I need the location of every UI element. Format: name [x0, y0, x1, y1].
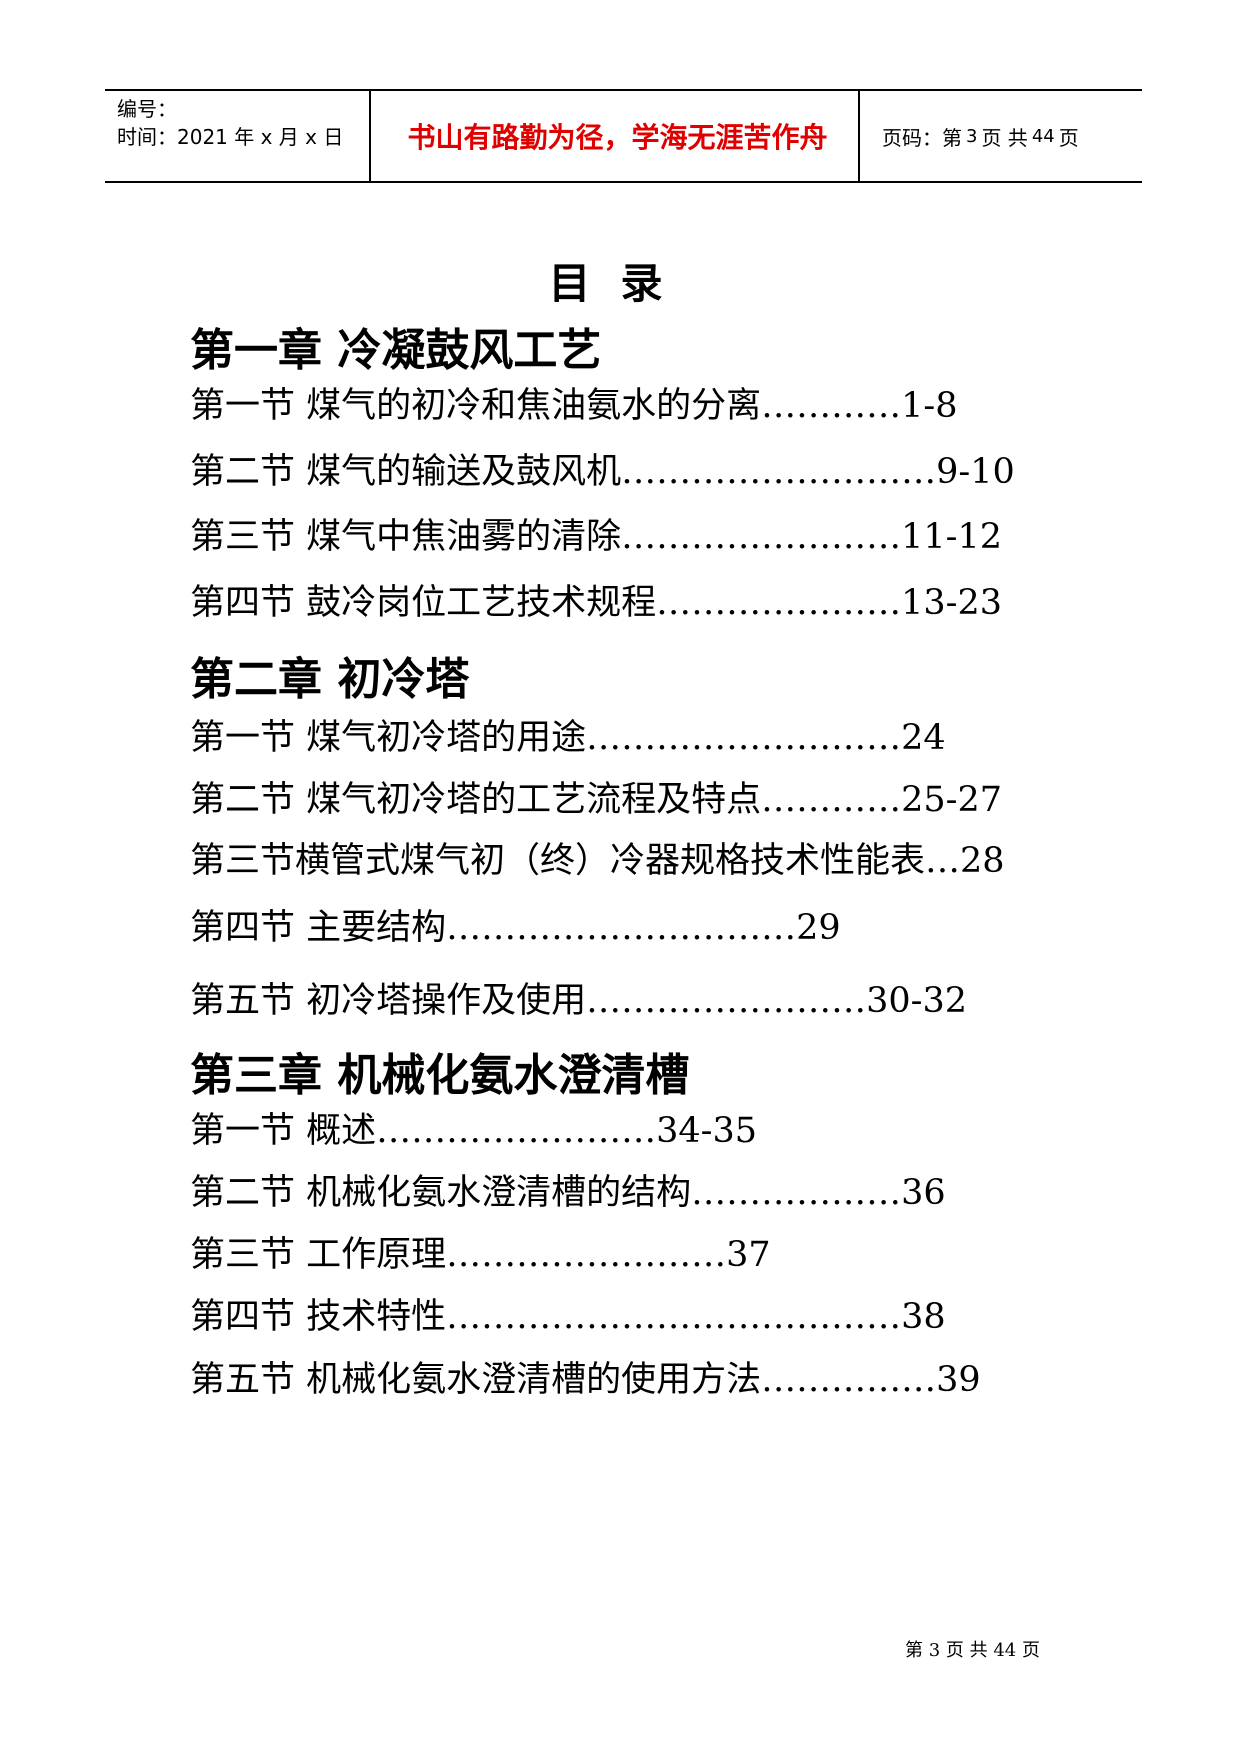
chapter-3-section-1: 第一节 概述……………………34-35 — [190, 1111, 758, 1151]
header-page-info: 页码：第 3 页 共 44 页 — [870, 91, 1079, 181]
chapter-1-section-4: 第四节 鼓冷岗位工艺技术规程…………………13-23 — [190, 583, 1003, 623]
chapter-1-title: 第一章 冷凝鼓风工艺 — [190, 325, 602, 376]
chapter-1-section-2: 第二节 煤气的输送及鼓风机………………………9-10 — [190, 452, 1015, 492]
header-page-total: 44 — [1031, 125, 1055, 147]
header-page-suffix: 页 — [1058, 125, 1079, 150]
chapter-2-section-5: 第五节 初冷塔操作及使用……………………30-32 — [190, 981, 968, 1021]
chapter-2-section-1: 第一节 煤气初冷塔的用途………………………24 — [190, 718, 946, 758]
chapter-2-section-2: 第二节 煤气初冷塔的工艺流程及特点…………25-27 — [190, 780, 1003, 820]
header-page-mid: 页 共 — [981, 125, 1028, 150]
chapter-3-section-3: 第三节 工作原理……………………37 — [190, 1235, 771, 1275]
header-divider-right — [858, 91, 860, 181]
header-divider-left — [369, 91, 371, 181]
chapter-2-section-4: 第四节 主要结构…………………………29 — [190, 908, 841, 948]
chapter-3-section-4: 第四节 技术特性…………………………………38 — [190, 1297, 946, 1337]
header-page-current: 3 — [966, 125, 978, 147]
header-page-prefix: 页码：第 — [882, 125, 962, 150]
header-meta: 编号： 时间：2021 年 x 月 x 日 — [117, 95, 343, 151]
header-number-label: 编号： — [117, 97, 177, 121]
chapter-3-section-5: 第五节 机械化氨水澄清槽的使用方法……………39 — [190, 1360, 981, 1400]
chapter-3-section-2: 第二节 机械化氨水澄清槽的结构………………36 — [190, 1173, 946, 1213]
page-footer: 第 3 页 共 44 页 — [905, 1640, 1040, 1661]
chapter-1-section-1: 第一节 煤气的初冷和焦油氨水的分离…………1-8 — [190, 386, 958, 426]
header-motto: 书山有路勤为径，学海无涯苦作舟 — [407, 121, 828, 154]
page-header: 编号： 时间：2021 年 x 月 x 日 书山有路勤为径，学海无涯苦作舟 页码… — [105, 89, 1142, 183]
chapter-3-title: 第三章 机械化氨水澄清槽 — [190, 1050, 690, 1101]
header-time-label: 时间：2021 年 x 月 x 日 — [117, 125, 344, 149]
chapter-2-title: 第二章 初冷塔 — [190, 654, 470, 705]
toc-title: 目录 — [548, 259, 693, 308]
chapter-2-section-3: 第三节横管式煤气初（终）冷器规格技术性能表…28 — [190, 841, 1005, 881]
chapter-1-section-3: 第三节 煤气中焦油雾的清除……………………11-12 — [190, 517, 1003, 557]
